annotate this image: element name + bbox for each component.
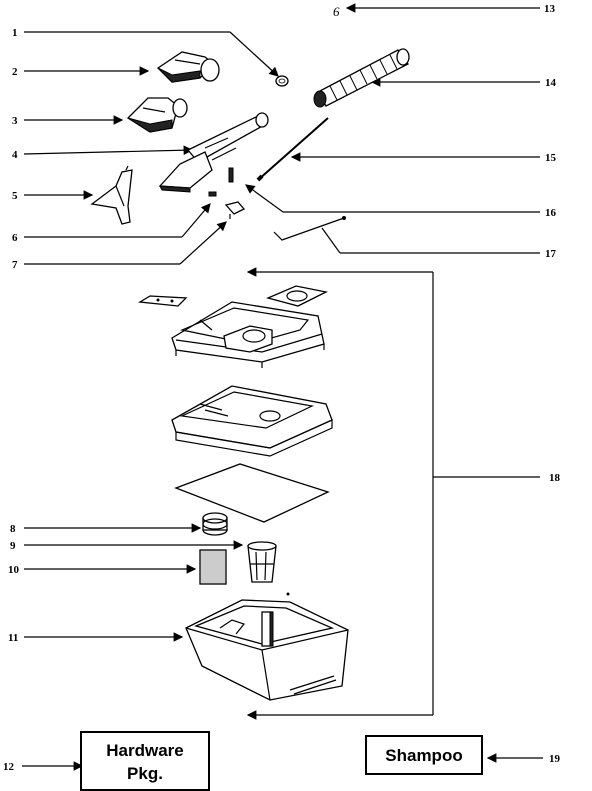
part-17-wire — [273, 216, 346, 241]
part-16-pin — [228, 167, 234, 183]
callout-6: 6 — [12, 232, 18, 244]
part-18-top-plate — [137, 295, 188, 307]
callout-17: 17 — [545, 248, 557, 260]
part-1-ring — [275, 75, 289, 87]
callout-19: 19 — [549, 753, 561, 765]
callout-2: 2 — [12, 66, 18, 78]
part-6-clip — [208, 191, 217, 197]
part-18-gasket — [266, 285, 328, 307]
part-2-wide-tool — [156, 51, 220, 83]
callout-16: 16 — [545, 207, 557, 219]
callout-14: 14 — [545, 77, 557, 89]
part-13-glyph: 6 — [333, 4, 340, 19]
callout-8: 8 — [10, 523, 16, 535]
part-7-latch — [224, 201, 246, 219]
leader-lines — [22, 3, 543, 771]
hardware-line-1: Hardware — [106, 741, 183, 760]
part-9-cup — [247, 541, 277, 583]
part-19-shampoo-box: Shampoo — [365, 735, 483, 775]
part-15-tube — [256, 117, 329, 182]
hardware-line-2: Pkg. — [127, 764, 163, 783]
callout-18: 18 — [549, 472, 561, 484]
callout-3: 3 — [12, 115, 18, 127]
callout-12: 12 — [3, 761, 15, 773]
part-18-upper-lid — [171, 301, 325, 368]
shampoo-label: Shampoo — [385, 746, 462, 765]
part-5-crevice-tool — [90, 165, 133, 225]
part-10-filter-pad — [199, 549, 227, 585]
part-3-upholstery-tool — [126, 97, 188, 133]
part-12-hardware-box: Hardware Pkg. — [80, 731, 210, 791]
part-4-wand-nozzle — [158, 112, 269, 193]
part-8-spool — [202, 512, 228, 536]
part-14-hose — [313, 48, 410, 108]
callout-5: 5 — [12, 190, 18, 202]
part-18-lower-lid — [171, 385, 333, 457]
callout-10: 10 — [8, 564, 20, 576]
callout-1: 1 — [12, 27, 18, 39]
callout-4: 4 — [12, 149, 18, 161]
callout-7: 7 — [12, 259, 18, 271]
callout-11: 11 — [8, 632, 18, 644]
callout-15: 15 — [545, 152, 557, 164]
callout-13: 13 — [544, 3, 556, 15]
part-11-tank — [185, 592, 349, 701]
callout-9: 9 — [10, 540, 16, 552]
part-18-filter-sheet — [174, 463, 330, 523]
